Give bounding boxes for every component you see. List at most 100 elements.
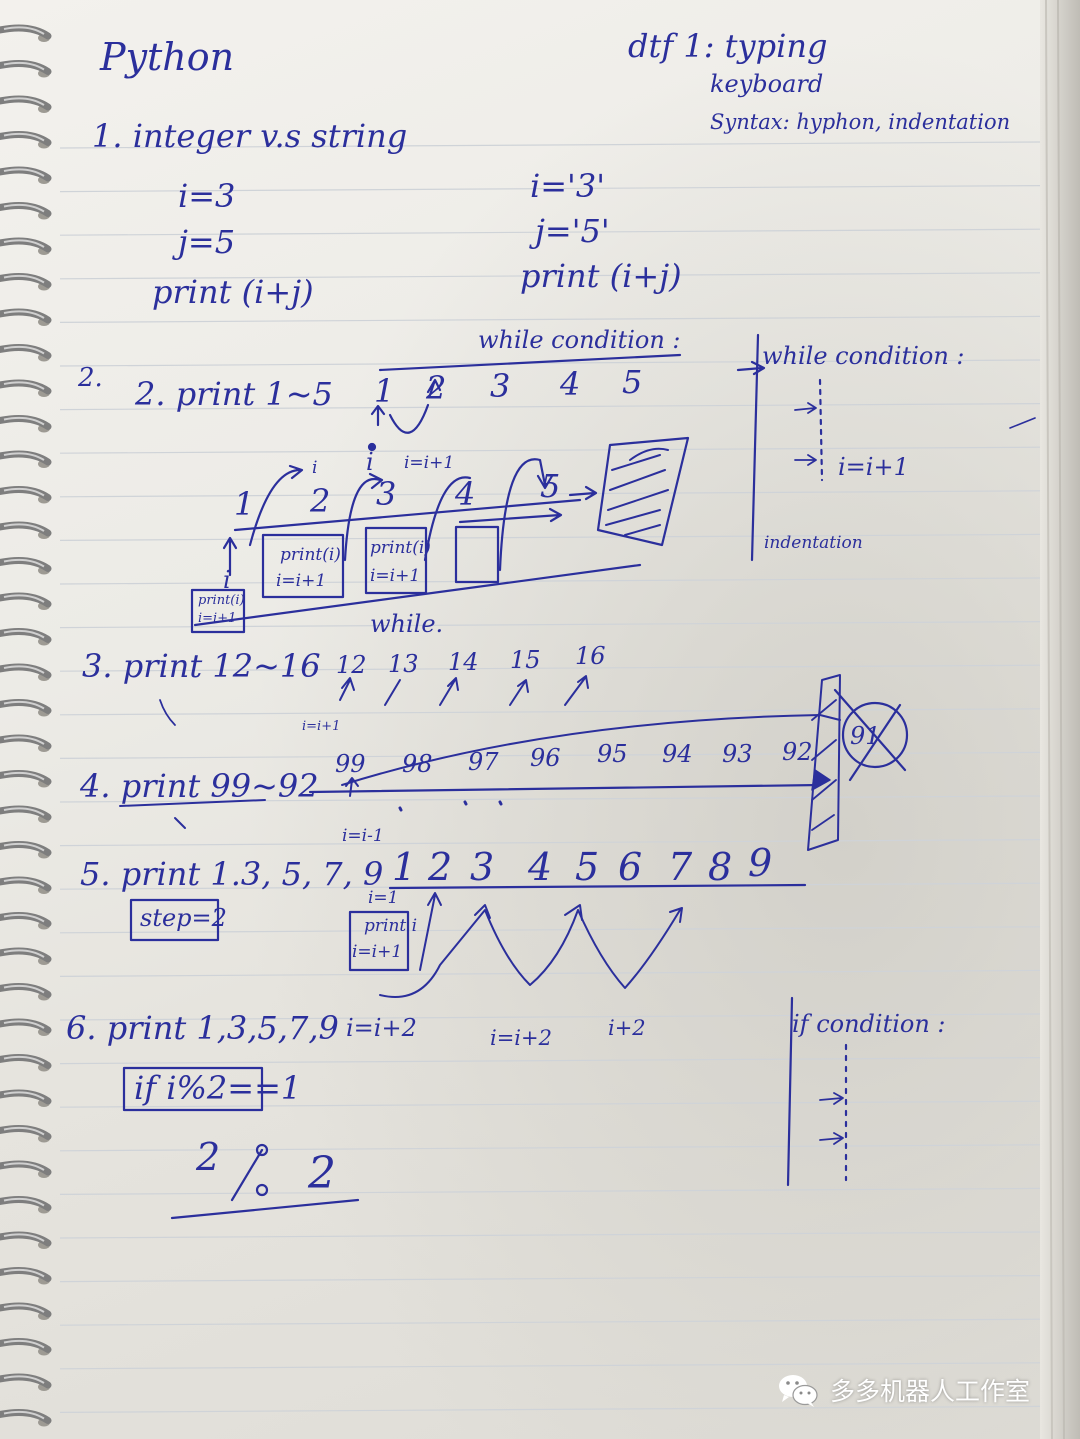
loop-arc-4	[498, 458, 554, 572]
s3-num-16: 16	[575, 642, 606, 670]
mod-line	[170, 1198, 360, 1220]
s3-num-13: 13	[388, 650, 419, 678]
s5-num-2: 2	[428, 845, 453, 889]
s2-num-2: 2	[426, 369, 447, 407]
s4-num-94: 94	[662, 740, 693, 768]
s3-num-14: 14	[448, 648, 479, 676]
box-print-i-5	[348, 910, 410, 972]
box-print-i-3	[364, 526, 428, 595]
s1-left-line-2: j=5	[178, 223, 236, 261]
arrow-up-1	[370, 404, 386, 427]
while-side-dashed	[818, 378, 824, 482]
diagram-flow-line	[233, 498, 582, 532]
header-note-1: dtf 1: typing	[628, 27, 828, 65]
s5-num-5: 5	[575, 845, 600, 889]
s6-side-header: if condition :	[792, 1010, 946, 1038]
s5-num-4: 4	[528, 845, 553, 889]
wechat-icon	[779, 1375, 818, 1407]
step-box	[129, 898, 220, 942]
s1-right-line-3: print (i+j)	[520, 257, 682, 295]
s5-num-1: 1	[392, 845, 423, 889]
if-side-bar	[786, 996, 794, 1187]
s6-note-2: i=i+2	[490, 1026, 552, 1050]
s2-num-1: 1	[374, 372, 395, 410]
if-box	[122, 1066, 264, 1112]
box2-print: print(i)	[280, 545, 341, 565]
s5-num-9: 9	[748, 841, 773, 885]
hatched-box	[596, 436, 690, 547]
s4-num-96: 96	[530, 744, 561, 772]
s2-i-label: i	[366, 448, 374, 476]
s1-left-line-1: i=3	[178, 177, 236, 215]
arrow-right-end	[568, 485, 598, 501]
box2-inc: i=i+1	[276, 571, 327, 591]
s6-if-box: if i%2==1	[134, 1069, 302, 1107]
s5-num-8: 8	[708, 845, 733, 889]
hatched-92	[807, 674, 841, 851]
header-note-3: Syntax: hyphon, indentation	[710, 110, 1011, 134]
s3-num-12: 12	[336, 651, 367, 679]
s2-while-bottom: while.	[370, 610, 444, 638]
s4-num-92: 92	[782, 738, 813, 766]
loop-arc-1	[248, 464, 304, 547]
s2-diagram-4: 4	[455, 475, 476, 513]
s4-num-97: 97	[468, 748, 499, 776]
s4-num-99: 99	[335, 750, 366, 778]
s5-init: i=1	[368, 888, 399, 908]
box3-print: print(i)	[370, 538, 431, 558]
s2-side-header: while condition :	[762, 342, 965, 370]
s4-num-93: 93	[722, 740, 753, 768]
s5-box-inc: i=i+1	[352, 942, 403, 962]
arrow-right-inner	[458, 507, 563, 524]
section2-heading: 2. print 1~5	[135, 375, 333, 413]
s6-mod-top: 2	[196, 1135, 221, 1179]
section1-heading: 1. integer v.s string	[92, 117, 408, 155]
s6-mod-bottom: 2	[308, 1148, 336, 1199]
loop-arc-2	[343, 472, 384, 562]
s4-note: i=i-1	[342, 826, 384, 846]
s5-box-print: print i	[364, 916, 418, 936]
box-print-i-1	[190, 588, 246, 634]
crossed-circle	[841, 701, 909, 769]
box-empty	[454, 525, 500, 584]
s5-step-box: step=2	[140, 904, 227, 932]
s2-num-5: 5	[622, 363, 643, 401]
s1-left-line-3: print (i+j)	[152, 273, 314, 311]
s2-diagram-2: 2	[310, 482, 331, 520]
s3-num-15: 15	[510, 646, 541, 674]
section5-heading: 5. print 1.3, 5, 7, 9	[80, 855, 384, 893]
s5-num-7: 7	[668, 845, 693, 889]
s3-note: i=i+1	[302, 719, 341, 734]
section2-number: 2.	[78, 363, 103, 393]
loop-arc-3	[423, 476, 472, 562]
while-side-arrow	[736, 360, 766, 376]
watermark: 多多机器人工作室	[776, 1370, 1030, 1410]
s1-right-line-2: j='5'	[535, 212, 610, 250]
page-title: Python	[100, 35, 235, 79]
arrow-up-diagram-1	[222, 536, 238, 577]
s2-diagram-3: 3	[376, 475, 397, 513]
diagram-bottom-line	[193, 563, 642, 627]
s6-note-3: i+2	[608, 1016, 646, 1040]
s2-diagram-1: 1	[234, 485, 255, 523]
section6-heading: 6. print 1,3,5,7,9	[66, 1009, 339, 1047]
s4-num-91: 91	[850, 722, 881, 750]
while-underline	[378, 353, 682, 372]
box-print-i-2	[261, 533, 345, 599]
s4-num-95: 95	[597, 740, 628, 768]
section3-heading: 3. print 12~16	[82, 647, 321, 685]
box1-print: print(i)	[198, 593, 245, 608]
s2-num-4: 4	[560, 365, 581, 403]
s2-side-indentation: indentation	[764, 533, 863, 553]
s2-increment: i=i+1	[404, 453, 455, 473]
s2-diagram-5: 5	[540, 467, 561, 505]
s5-num-6: 6	[618, 845, 643, 889]
s2-num-3: 3	[490, 367, 511, 405]
box1-inc: i=i+1	[198, 611, 237, 626]
s2-diagram-i-start: i	[223, 566, 231, 594]
s2-while-label: while condition :	[478, 326, 681, 354]
arrow-up-2	[426, 378, 442, 397]
i-dot	[367, 442, 377, 452]
